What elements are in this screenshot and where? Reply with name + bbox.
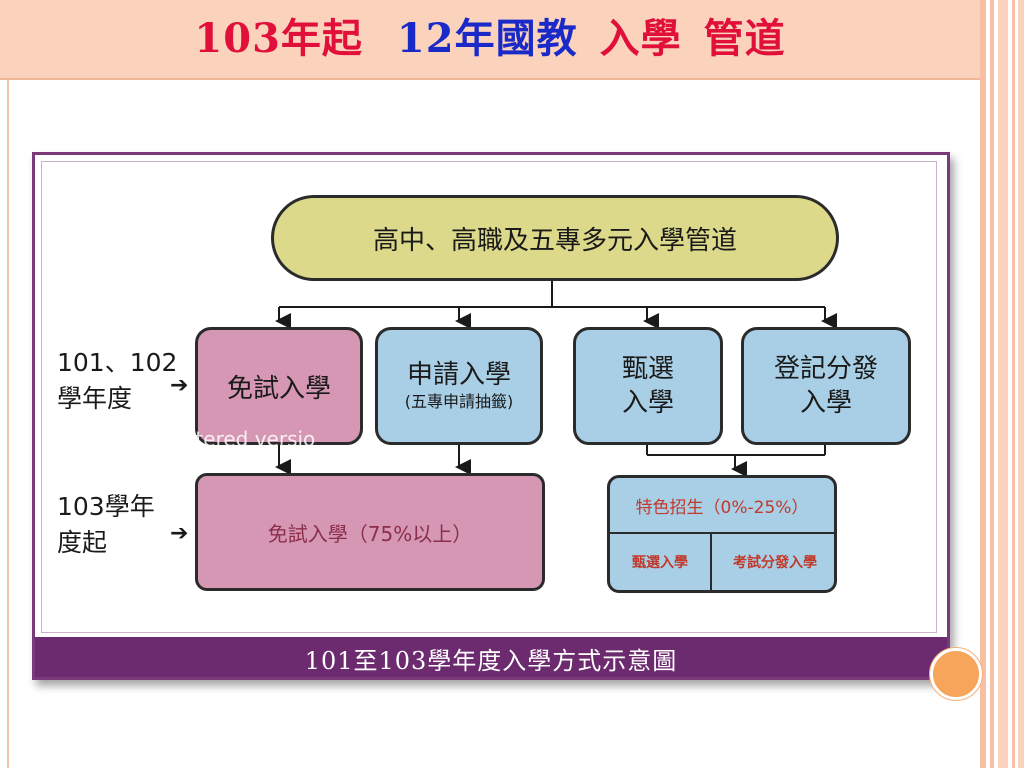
- right-stripe: [998, 0, 1008, 768]
- node-label: 甄選: [621, 354, 674, 384]
- title-channels: 管道: [703, 15, 786, 62]
- row-label-101-102: 101、102 學年度: [57, 345, 177, 417]
- node-feature-admission: 特色招生（0%-25%） 甄選入學 考試分發入學: [607, 475, 837, 593]
- slide-title: 103年起 12年國教入學管道: [0, 6, 980, 64]
- caption-band: 101至103學年度入學方式示意圖: [35, 637, 947, 677]
- row-label-line: 度起: [57, 528, 108, 557]
- row-label-103: 103學年 度起: [57, 489, 155, 561]
- node-label: 免試入學（75%以上）: [267, 521, 473, 546]
- node-exam-free-103: 免試入學（75%以上）: [195, 473, 545, 591]
- circle-ornament: [930, 648, 982, 700]
- row-label-line: 103學年: [57, 492, 155, 521]
- connector-lines: [275, 281, 837, 477]
- divider: [710, 532, 712, 590]
- right-stripe: [980, 0, 986, 768]
- node-label: 免試入學: [226, 373, 331, 404]
- title-year: 103年起: [194, 15, 363, 62]
- arrow-right-icon: ➔: [170, 521, 189, 546]
- divider: [610, 532, 834, 534]
- node-label: 登記分發: [773, 354, 878, 384]
- title-education: 12年國教: [396, 15, 578, 62]
- title-admission: 入學: [599, 15, 682, 62]
- node-application: 申請入學 (五專申請抽籤): [375, 327, 543, 445]
- admission-diagram: 高中、高職及五專多元入學管道 101、102 學年度 ➔ 免試入學 申請入學 (…: [32, 152, 950, 680]
- node-label: 入學: [621, 388, 674, 418]
- watermark-text: stered versio: [185, 427, 316, 451]
- feature-title: 特色招生（0%-25%）: [635, 497, 809, 518]
- node-sublabel: (五專申請抽籤): [404, 392, 514, 411]
- node-exam-free: 免試入學: [195, 327, 363, 445]
- node-label: 入學: [799, 388, 852, 418]
- diagram-inner-frame: [41, 161, 937, 633]
- slide-header: 103年起 12年國教入學管道: [0, 0, 980, 80]
- feature-exam-distribution: 考試分發入學: [733, 555, 817, 571]
- left-rule: [7, 80, 9, 768]
- node-label: 申請入學: [406, 360, 511, 390]
- right-stripe: [1012, 0, 1015, 768]
- right-stripe: [1018, 0, 1024, 768]
- arrow-right-icon: ➔: [170, 373, 189, 398]
- node-selection: 甄選 入學: [573, 327, 723, 445]
- root-node: 高中、高職及五專多元入學管道: [271, 195, 839, 281]
- root-label: 高中、高職及五專多元入學管道: [372, 225, 737, 256]
- node-registration: 登記分發 入學: [741, 327, 911, 445]
- row-label-line: 101、102: [57, 348, 178, 377]
- row-label-line: 學年度: [57, 384, 133, 413]
- diagram-caption: 101至103學年度入學方式示意圖: [304, 647, 678, 675]
- feature-selection: 甄選入學: [632, 555, 688, 571]
- right-stripe: [990, 0, 994, 768]
